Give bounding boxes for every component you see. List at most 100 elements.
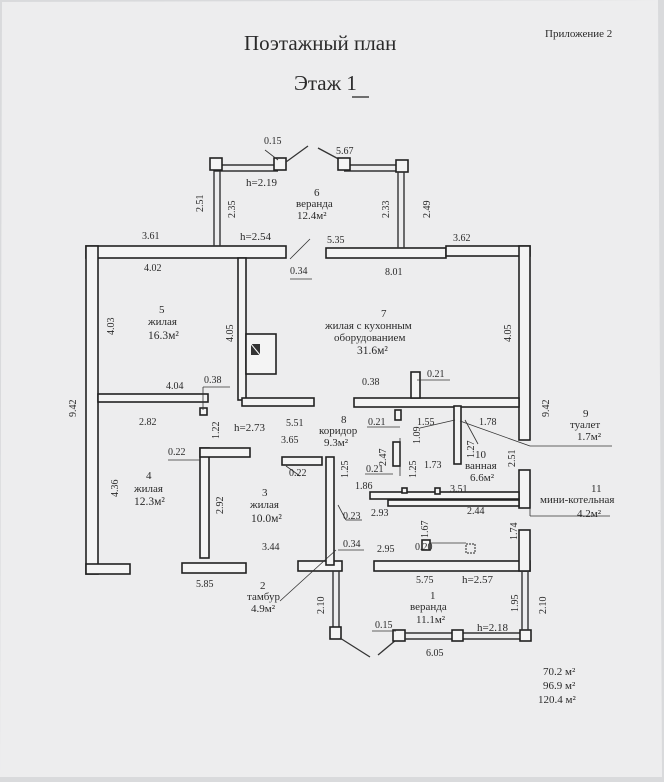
room-9-label: 9 туалет 1.7м² (570, 408, 602, 443)
room-7-name-line2: оборудованием (334, 332, 405, 344)
room-8-name: коридор (319, 425, 358, 437)
room-7-number: 7 (381, 308, 387, 320)
total-area-2: 96.9 м² (543, 680, 576, 692)
dim-021c: 0.21 (366, 464, 384, 475)
dim-605: 6.05 (426, 648, 444, 659)
room-4-area: 12.3м² (134, 496, 165, 508)
room-4-name: жилая (133, 483, 163, 495)
dim-015a: 0.15 (264, 136, 282, 147)
dim-021b: 0.21 (368, 417, 386, 428)
dim-109: 1.09 (412, 427, 423, 445)
dim-210b: 2.10 (538, 597, 549, 615)
room-11-name: мини-котельная (540, 494, 614, 506)
room-5-area: 16.3м² (148, 330, 179, 342)
room-8-label: 8 коридор 9.3м² h=2.73 (234, 414, 358, 449)
dim-174: 1.74 (509, 523, 520, 541)
room-9-number: 9 (583, 408, 589, 420)
room-5-name: жилая (147, 316, 177, 328)
dim-023: 0.23 (343, 511, 361, 522)
dim-247: 2.47 (378, 449, 389, 467)
veranda-bottom (329, 571, 532, 658)
room-10-number: 10 (475, 449, 487, 461)
dim-178: 1.78 (479, 417, 497, 428)
room-8-height: h=2.73 (234, 422, 265, 434)
dim-251b: 2.51 (507, 450, 518, 468)
dim-575: 5.75 (416, 575, 434, 586)
room-2-number: 2 (260, 580, 266, 592)
dim-942a: 9.42 (68, 400, 79, 418)
room-6-name: веранда (296, 198, 333, 210)
dim-403: 4.03 (106, 318, 117, 336)
dim-249: 2.49 (422, 201, 433, 219)
room-4-label: 4 жилая 12.3м² (133, 470, 165, 508)
dim-405b: 4.05 (503, 325, 514, 343)
room-2-area: 4.9м² (251, 603, 276, 615)
dim-551: 5.51 (286, 418, 304, 429)
room-3-name: жилая (249, 499, 279, 511)
dim-173: 1.73 (424, 460, 442, 471)
dim-295: 2.95 (377, 544, 395, 555)
room-6-label: h=2.19 6 веранда 12.4м² (246, 177, 333, 222)
dim-251: 2.51 (195, 195, 206, 213)
dim-282: 2.82 (139, 417, 157, 428)
floor-label: Этаж 1 (294, 71, 357, 95)
dim-122: 1.22 (211, 422, 222, 440)
room-11-number: 11 (591, 483, 602, 495)
walls (85, 245, 531, 575)
dim-034b: 0.34 (343, 539, 361, 550)
room-1-label: 1 веранда 11.1м² h=2.57 (410, 574, 493, 626)
room-1-area: 11.1м² (416, 614, 446, 626)
dim-293: 2.93 (371, 508, 389, 519)
dim-125b: 1.25 (408, 461, 419, 479)
dim-344: 3.44 (262, 542, 280, 553)
dim-038b: 0.38 (362, 377, 380, 388)
room-7-area: 31.6м² (357, 345, 388, 357)
room-4-number: 4 (146, 470, 152, 482)
dim-155: 1.55 (417, 417, 435, 428)
dim-365: 3.65 (281, 435, 299, 446)
veranda-top (209, 145, 409, 248)
total-area-1: 70.2 м² (543, 666, 576, 678)
dim-402: 4.02 (144, 263, 162, 274)
room-1-number: 1 (430, 590, 436, 602)
dim-022b: 0.22 (289, 468, 307, 479)
dim-404: 4.04 (166, 381, 184, 392)
room-6-number: 6 (314, 187, 320, 199)
room-11-area: 4.2м² (577, 508, 602, 520)
dim-127: 1.27 (466, 441, 477, 459)
dim-292: 2.92 (215, 497, 226, 515)
dim-167: 1.67 (420, 521, 431, 539)
dim-567: 5.67 (336, 146, 354, 157)
dim-021a: 0.21 (427, 369, 445, 380)
room-1-name: веранда (410, 601, 447, 613)
dim-235: 2.35 (227, 201, 238, 219)
dim-038a: 0.38 (204, 375, 222, 386)
dim-362: 3.62 (453, 233, 471, 244)
total-area-3: 120.4 м² (538, 694, 576, 706)
room-7-name-line1: жилая с кухонным (324, 320, 412, 332)
dim-436: 4.36 (110, 480, 121, 498)
room-6-area: 12.4м² (297, 210, 327, 222)
room-5-label: 5 жилая 16.3м² (147, 304, 179, 342)
room-2-label: 2 тамбур 4.9м² (247, 580, 280, 615)
dim-361: 3.61 (142, 231, 160, 242)
dimensions: 0.15 5.67 3.61 5.35 3.62 4.02 0.34 8.01 … (68, 136, 552, 659)
dim-801: 8.01 (385, 267, 403, 278)
room-5-number: 5 (159, 304, 165, 316)
room-9-area: 1.7м² (577, 431, 602, 443)
dim-125a: 1.25 (340, 461, 351, 479)
room-6-height: h=2.19 (246, 177, 277, 189)
room-1-height: h=2.57 (462, 574, 493, 586)
height-label-218: h=2.18 (477, 622, 508, 634)
room-8-area: 9.3м² (324, 437, 349, 449)
dim-034a: 0.34 (290, 266, 308, 277)
room-3-number: 3 (262, 487, 268, 499)
room-10-area: 6.6м² (470, 472, 495, 484)
room-10-name: ванная (465, 460, 497, 472)
dim-535: 5.35 (327, 235, 345, 246)
dim-351: 3.51 (450, 484, 468, 495)
dim-585: 5.85 (196, 579, 214, 590)
